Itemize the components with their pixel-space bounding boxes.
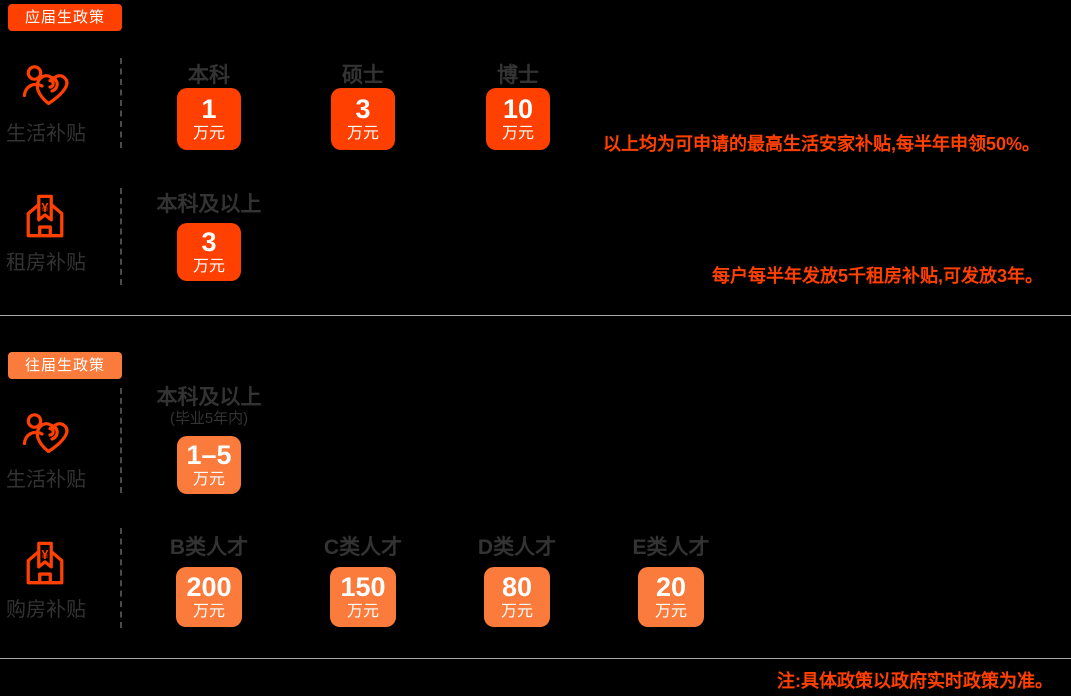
people-heart-icon	[22, 65, 69, 106]
rent-subsidy-note: 每户每半年发放5千租房补贴,可发放3年。	[712, 266, 1044, 286]
column-header-master: 硕士	[342, 64, 384, 87]
amount-card: 1–5 万元	[177, 436, 241, 494]
disclaimer-note: 注:具体政策以政府实时政策为准。	[777, 671, 1053, 691]
amount-card: 20 万元	[638, 567, 704, 627]
house-yen-icon: ¥	[26, 194, 64, 238]
row-label-rent-subsidy: 租房补贴	[6, 252, 86, 274]
column-header-bachelor-above: 本科及以上	[156, 193, 262, 216]
amount-unit: 万元	[346, 603, 379, 620]
column-header-doctor: 博士	[497, 64, 539, 87]
amount-card: 1 万元	[177, 88, 241, 150]
people-heart-icon	[22, 413, 69, 454]
column-header-bachelor-above: 本科及以上	[156, 386, 262, 409]
amount-card: 3 万元	[177, 223, 241, 281]
amount-card: 3 万元	[331, 88, 395, 150]
column-header-talent-e: E类人才	[632, 536, 710, 559]
amount-unit: 万元	[346, 125, 379, 142]
column-header-talent-d: D类人才	[477, 536, 557, 559]
amount-value: 3	[355, 94, 371, 124]
amount-value: 10	[502, 94, 534, 124]
dashed-separator	[120, 528, 122, 628]
amount-unit: 万元	[192, 603, 225, 620]
dashed-separator	[120, 58, 122, 148]
amount-card: 200 万元	[176, 567, 242, 627]
amount-unit: 万元	[654, 603, 687, 620]
column-header-bachelor: 本科	[188, 64, 230, 87]
row-label-house-subsidy: 购房补贴	[6, 599, 86, 621]
amount-unit: 万元	[501, 125, 534, 142]
amount-value: 80	[501, 572, 533, 602]
living-subsidy-note: 以上均为可申请的最高生活安家补贴,每半年申领50%。	[603, 134, 1041, 154]
amount-value: 1	[201, 94, 217, 124]
dashed-separator	[120, 388, 122, 493]
amount-unit: 万元	[192, 125, 225, 142]
amount-unit: 万元	[500, 603, 533, 620]
amount-value: 150	[340, 572, 386, 602]
dashed-separator	[120, 188, 122, 285]
svg-text:¥: ¥	[42, 548, 49, 562]
section2-badge: 往届生政策	[8, 352, 123, 379]
amount-value: 3	[201, 227, 217, 257]
amount-value: 200	[186, 572, 232, 602]
column-subheader-within5years: (毕业5年内)	[169, 410, 249, 427]
column-header-talent-b: B类人才	[169, 536, 249, 559]
amount-unit: 万元	[192, 258, 225, 275]
column-header-talent-c: C类人才	[323, 536, 403, 559]
section1-badge: 应届生政策	[8, 4, 123, 31]
house-yen-icon: ¥	[26, 541, 64, 585]
footer-divider	[0, 658, 1071, 659]
amount-value: 1–5	[186, 440, 232, 470]
section-divider	[0, 315, 1071, 316]
amount-value: 20	[655, 572, 687, 602]
svg-text:¥: ¥	[42, 201, 49, 215]
amount-unit: 万元	[192, 471, 225, 488]
amount-card: 80 万元	[484, 567, 550, 627]
row-label-living-subsidy: 生活补贴	[6, 469, 86, 491]
amount-card: 150 万元	[330, 567, 396, 627]
row-label-living-subsidy: 生活补贴	[6, 123, 86, 145]
amount-card: 10 万元	[486, 88, 550, 150]
